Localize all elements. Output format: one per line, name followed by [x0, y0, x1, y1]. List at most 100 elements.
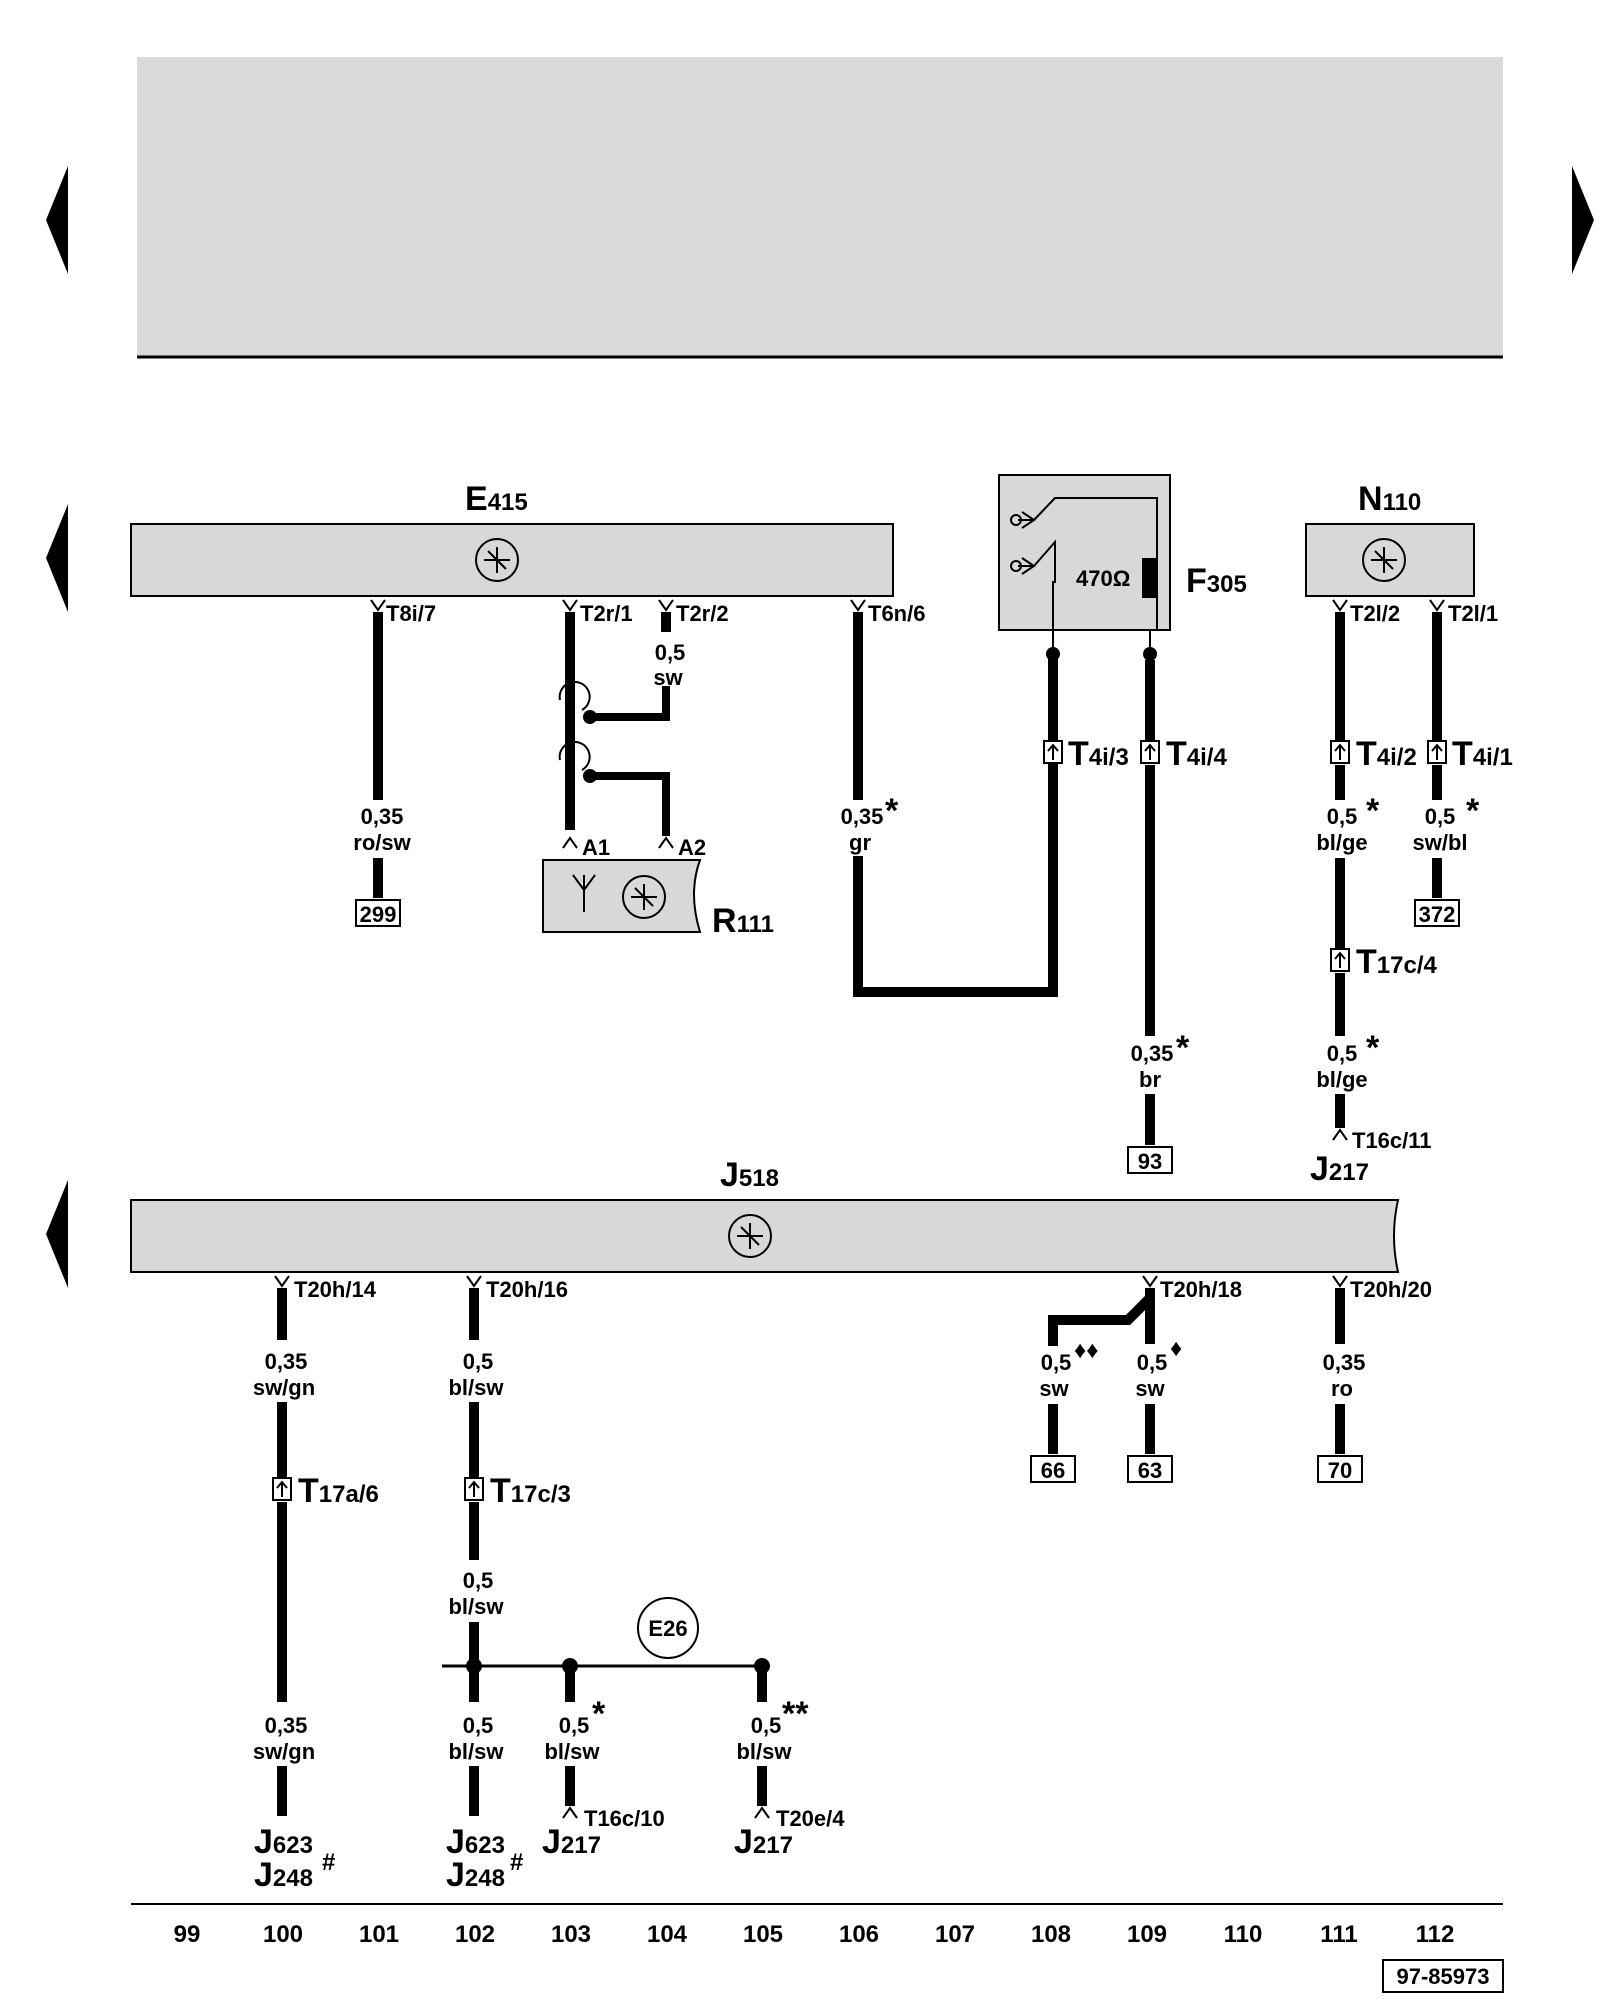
wire-mark: *: [1176, 1029, 1190, 1067]
column-number: 105: [743, 1921, 783, 1948]
dest-j623-a: J623: [254, 1823, 313, 1861]
column-number: 102: [455, 1921, 495, 1948]
wire-color: sw: [653, 665, 683, 690]
j518-symbol: [728, 1214, 772, 1258]
pin-t2l-2: T2l/2: [1350, 601, 1400, 626]
wire-size: 0,35: [265, 1349, 308, 1374]
dest-j217-d: J217: [734, 1823, 793, 1861]
n110-box: [1305, 523, 1475, 597]
column-number: 108: [1031, 1921, 1071, 1948]
ref-93: 93: [1138, 1149, 1162, 1174]
wire-mark: *: [592, 1695, 606, 1733]
wire-color: bl/sw: [544, 1739, 600, 1764]
wire-color: ro: [1331, 1376, 1353, 1401]
pin-t20h-18: T20h/18: [1160, 1277, 1242, 1302]
j518-label: J518: [720, 1156, 779, 1194]
column-number: 103: [551, 1921, 591, 1948]
ref-299: 299: [360, 902, 397, 927]
wire-size: 0,35: [361, 804, 404, 829]
ref-box: [1127, 1146, 1173, 1174]
wire-color: gr: [849, 830, 871, 855]
junction-dot: [1046, 647, 1060, 661]
page-left-arrow-2[interactable]: [46, 504, 68, 612]
e26-label: E26: [648, 1616, 687, 1641]
pin-arrow: [274, 1275, 290, 1288]
wire-t20h18-branch: [1048, 1288, 1155, 1346]
pin-t2r-1: T2r/1: [580, 601, 633, 626]
page-right-arrow[interactable]: [1572, 166, 1594, 274]
connector-arrow: [468, 1480, 480, 1497]
ref-372: 372: [1419, 902, 1456, 927]
wire-color: bl/sw: [448, 1594, 504, 1619]
wire-size: 0,5: [1327, 1041, 1358, 1066]
f305-box: [998, 474, 1171, 631]
column-number: 104: [647, 1921, 688, 1948]
ref-box: [1030, 1455, 1076, 1483]
pin-arrow: [562, 599, 578, 612]
shield-wire-1: [590, 686, 670, 721]
page-left-arrow-1[interactable]: [46, 166, 68, 274]
pin-t20h-16: T20h/16: [486, 1277, 568, 1302]
pin-arrow: [1332, 599, 1348, 612]
dest-j217-c: J217: [542, 1823, 601, 1861]
wire-color: sw: [1039, 1376, 1069, 1401]
antenna-shield-loops: [558, 680, 591, 771]
wire-size: 0,5: [751, 1713, 782, 1738]
wire-color: sw/gn: [253, 1375, 315, 1400]
antenna-icon: [572, 874, 596, 912]
dest-j248-a: J248: [254, 1856, 313, 1894]
conn-t17c3: T17c/3: [490, 1472, 571, 1510]
junction-dot: [583, 769, 597, 783]
r111-label: R111: [712, 902, 774, 940]
wire-size: 0,5: [1137, 1350, 1168, 1375]
wire-size: 0,5: [463, 1713, 494, 1738]
wire-size: 0,5: [1327, 804, 1358, 829]
pin-t20e-4: T20e/4: [776, 1806, 845, 1831]
pin-arrow: [658, 599, 674, 612]
ref-63: 63: [1138, 1458, 1162, 1483]
e415-box: [130, 523, 894, 597]
column-number: 101: [359, 1921, 399, 1948]
figure-id-box: [1382, 1959, 1504, 1993]
wire-mark: *: [1366, 1029, 1380, 1067]
e415-label: E415: [465, 480, 528, 518]
switch-contacts-icon: [1010, 497, 1158, 630]
wire-size: 0,5: [559, 1713, 590, 1738]
pin-arrow-up: [1332, 1128, 1348, 1141]
ref-66: 66: [1041, 1458, 1065, 1483]
pin-t16c-11: T16c/11: [1352, 1128, 1432, 1153]
wire-color: sw/bl: [1412, 830, 1467, 855]
junction-dot: [1143, 647, 1157, 661]
pin-arrow: [370, 599, 386, 612]
wire-color: bl/sw: [448, 1375, 504, 1400]
wire-color: bl/ge: [1316, 830, 1367, 855]
page-left-arrow-3[interactable]: [46, 1180, 68, 1288]
conn-t4i3: T4i/3: [1068, 735, 1129, 773]
resistor-value: 470Ω: [1076, 566, 1130, 591]
column-number: 110: [1224, 1921, 1263, 1948]
pin-t20h-14: T20h/14: [294, 1277, 377, 1302]
conn-t4i1: T4i/1: [1452, 735, 1513, 773]
dest-j623-b: J623: [446, 1823, 505, 1861]
pin-arrow: [1332, 1275, 1348, 1288]
wire-size: 0,35: [841, 804, 884, 829]
column-number: 109: [1127, 1921, 1167, 1948]
ref-box: [1127, 1455, 1173, 1483]
wire-color: ro/sw: [353, 830, 411, 855]
pin-arrow: [1142, 1275, 1158, 1288]
wire-color: bl/sw: [448, 1739, 504, 1764]
wire-color: br: [1139, 1067, 1161, 1092]
wire-size: 0,35: [1323, 1350, 1366, 1375]
conn-t17c4: T17c/4: [1356, 943, 1437, 981]
conn-t17a6: T17a/6: [298, 1472, 379, 1510]
connector-arrow: [1431, 743, 1443, 760]
ref-70: 70: [1328, 1458, 1352, 1483]
dest-j217-top: J217: [1310, 1150, 1369, 1188]
connector-arrow: [1047, 743, 1059, 760]
wire-mark: *: [1466, 792, 1480, 830]
column-number: 99: [174, 1921, 201, 1948]
f305-label: F305: [1186, 562, 1247, 600]
column-number: 100: [263, 1921, 303, 1948]
pin-arrow-up: [562, 836, 578, 849]
ref-box: [1414, 899, 1460, 927]
